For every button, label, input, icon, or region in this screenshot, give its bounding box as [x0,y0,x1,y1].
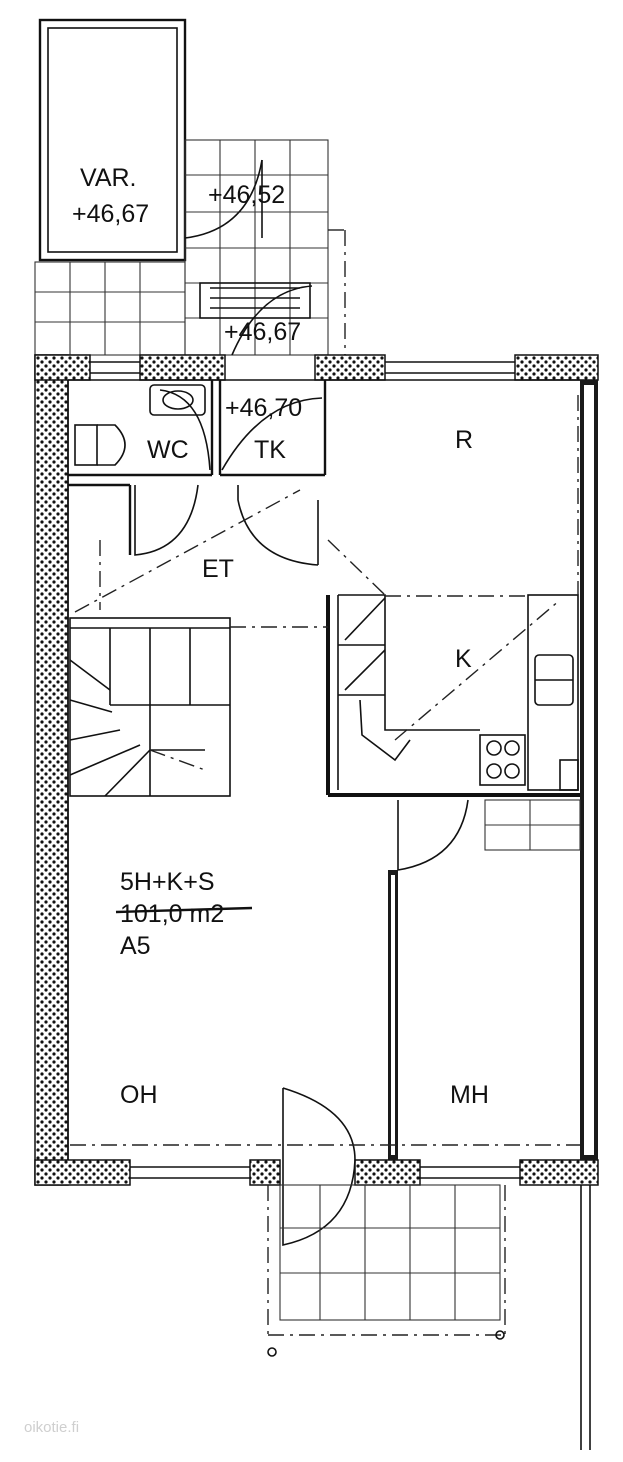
level-label-var: +46,67 [72,200,149,228]
kitchen-cabinets [337,594,581,851]
room-label-r: R [455,426,473,454]
entry-terrace [267,1184,591,1450]
area-strike [115,906,253,914]
level-label-porch: +46,67 [224,318,301,346]
room-label-wc: WC [147,436,189,464]
exterior-walls [34,354,599,1186]
labels: VAR. +46,67 +46,52 +46,67 +46,70 WC TK R… [24,164,489,1436]
outdoor-tiling [34,139,346,356]
room-label-mh: MH [450,1081,489,1109]
room-label-et: ET [202,555,234,583]
room-label-k: K [455,645,472,673]
level-label-tk: +46,70 [225,394,302,422]
level-label-entry-step: +46,52 [208,181,285,209]
interior-walls [68,380,580,1160]
room-label-tk: TK [254,436,286,464]
apartment-code: A5 [120,932,151,960]
wc-fixtures [74,384,206,466]
staircase [69,617,231,797]
watermark: oikotie.fi [24,1419,79,1436]
room-label-var: VAR. [80,164,137,192]
room-label-oh: OH [120,1081,158,1109]
apartment-type: 5H+K+S [120,868,215,896]
doors [134,389,469,1246]
reference-lines [70,395,580,1146]
apartment-area: 101,0 m2 [120,900,224,928]
